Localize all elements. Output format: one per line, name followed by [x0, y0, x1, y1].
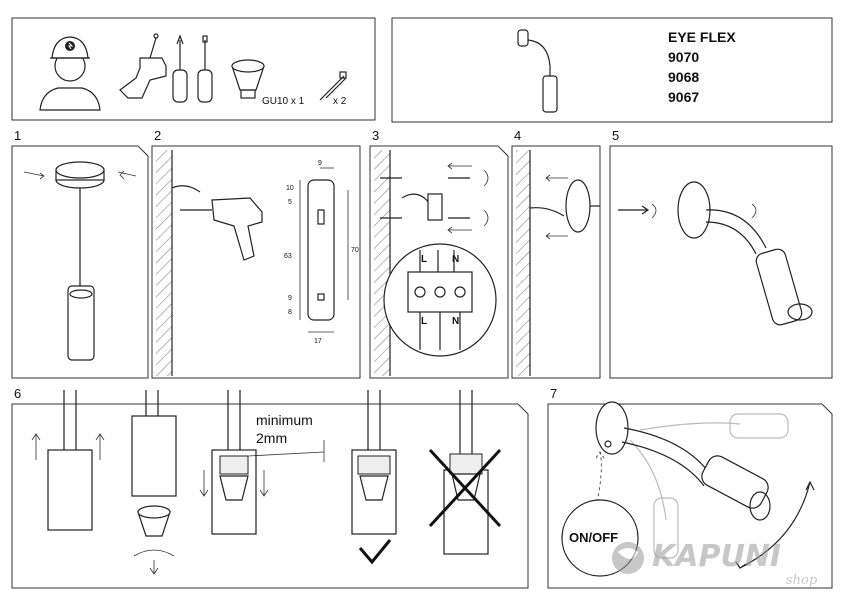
wall-base-icon — [565, 179, 600, 233]
dimension-17: 17 — [314, 338, 322, 345]
mounted-lamp-icon — [677, 181, 813, 326]
lamp-head-icon — [67, 285, 95, 361]
step-number-5: 5 — [612, 128, 619, 143]
wire-label-live-bottom: L — [421, 316, 427, 327]
step-number-3: 3 — [372, 128, 379, 143]
wire-label-live-top: L — [421, 254, 427, 265]
drilling-template — [299, 167, 349, 333]
installer-icon — [39, 36, 101, 111]
screws-icon — [319, 71, 347, 101]
step-2-panel: 2 9 10 5 63 70 9 8 17 — [151, 128, 361, 379]
clearance-label-minimum: minimum — [256, 412, 313, 428]
product-panel: EYE FLEX 9070 9068 9067 — [391, 17, 833, 123]
step-number-2: 2 — [154, 128, 161, 143]
step-1-panel: 1 — [11, 128, 149, 379]
clearance-label-2mm: 2mm — [256, 430, 287, 446]
bulb-seated-with-clearance — [199, 390, 325, 535]
kapuni-logo: KAPUNI shop — [612, 539, 818, 588]
logo-subtext: shop — [786, 573, 818, 588]
product-thumbnail — [517, 29, 558, 113]
on-off-label: ON/OFF — [569, 530, 618, 545]
lamp-ghost-position — [629, 413, 789, 559]
step-3-panel: 3 L N L — [369, 128, 509, 379]
dimension-63: 63 — [284, 253, 292, 260]
dimension-70: 70 — [351, 247, 359, 254]
step-4-panel: 4 — [511, 128, 601, 379]
model-code-2: 9068 — [668, 69, 699, 85]
mounting-screws — [380, 162, 489, 234]
step-number-4: 4 — [514, 128, 521, 143]
drill-in-use-icon — [180, 197, 263, 261]
lamp-head-pull-down — [31, 390, 105, 531]
step-number-1: 1 — [14, 128, 21, 143]
wiring-detail-circle — [383, 243, 497, 357]
wall-lamp-icon — [595, 401, 771, 521]
step-6-panel: 6 — [11, 386, 529, 589]
cross-icon — [428, 448, 502, 528]
model-code-3: 9067 — [668, 89, 699, 105]
tools-panel: GU10 x 1 x 2 — [11, 17, 376, 121]
correct-installation — [351, 390, 397, 565]
checkmark-icon — [358, 539, 392, 565]
bulb-quantity-label: GU10 x 1 — [262, 96, 305, 107]
dimension-10: 10 — [286, 185, 294, 192]
wire-label-neutral-bottom: N — [452, 316, 459, 327]
gu10-bulb-icon — [231, 59, 265, 99]
bulb-insertion — [131, 390, 177, 575]
drill-icon — [119, 33, 167, 99]
step-5-panel: 5 — [609, 128, 833, 379]
step-number-6: 6 — [14, 386, 21, 401]
dimension-9-bottom: 9 — [288, 295, 292, 302]
model-code-1: 9070 — [668, 49, 699, 65]
dimension-5: 5 — [288, 199, 292, 206]
dimension-8: 8 — [288, 309, 292, 316]
step-number-7: 7 — [550, 386, 557, 401]
dimension-9-top: 9 — [318, 160, 322, 167]
incorrect-installation — [428, 390, 502, 555]
logo-text: KAPUNI — [652, 539, 781, 574]
product-name: EYE FLEX — [668, 29, 736, 45]
wire-label-neutral-top: N — [452, 254, 459, 265]
ceiling-base-icon — [55, 161, 105, 189]
screws-quantity-label: x 2 — [333, 96, 347, 107]
screwdriver-phillips-icon — [172, 34, 188, 103]
screwdriver-flat-icon — [197, 35, 213, 103]
